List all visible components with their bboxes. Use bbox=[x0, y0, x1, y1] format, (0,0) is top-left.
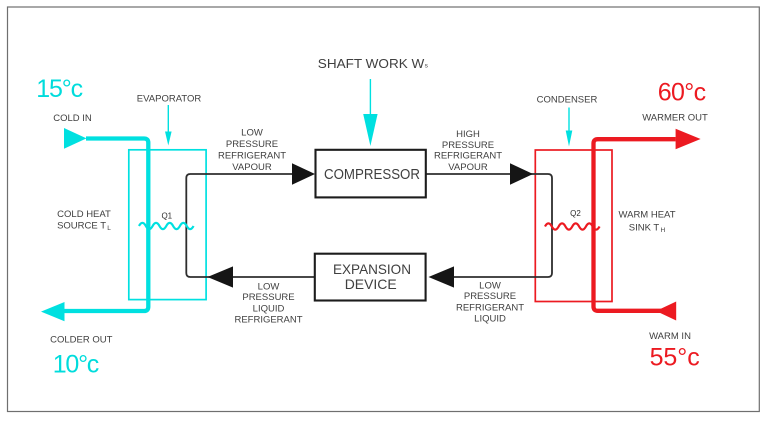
svg-text:REFRIGERANT: REFRIGERANT bbox=[218, 150, 286, 161]
svg-text:s: s bbox=[425, 63, 429, 70]
svg-text:LOW: LOW bbox=[258, 281, 280, 292]
svg-text:DEVICE: DEVICE bbox=[345, 276, 397, 292]
svg-text:LOW: LOW bbox=[241, 128, 263, 139]
svg-text:VAPOUR: VAPOUR bbox=[448, 162, 488, 173]
svg-text:15°c: 15°c bbox=[36, 75, 83, 103]
svg-text:LOW: LOW bbox=[479, 281, 501, 292]
svg-text:HIGH: HIGH bbox=[456, 129, 480, 140]
svg-text:60°c: 60°c bbox=[658, 78, 706, 106]
svg-text:PRESSURE: PRESSURE bbox=[442, 140, 494, 151]
svg-text:WARMER OUT: WARMER OUT bbox=[642, 112, 708, 123]
svg-text:55°c: 55°c bbox=[650, 343, 700, 371]
svg-text:WARM IN: WARM IN bbox=[649, 331, 691, 342]
svg-text:COLDER OUT: COLDER OUT bbox=[50, 335, 112, 346]
svg-text:PRESSURE: PRESSURE bbox=[464, 291, 516, 302]
svg-text:COMPRESSOR: COMPRESSOR bbox=[324, 167, 420, 183]
svg-text:EXPANSION: EXPANSION bbox=[333, 261, 411, 277]
svg-text:WARM HEAT: WARM HEAT bbox=[619, 210, 676, 221]
svg-text:SHAFT WORK W: SHAFT WORK W bbox=[318, 56, 425, 71]
svg-text:REFRIGERANT: REFRIGERANT bbox=[234, 315, 302, 326]
svg-text:EVAPORATOR: EVAPORATOR bbox=[137, 93, 202, 104]
svg-text:SINK T H: SINK T H bbox=[629, 222, 666, 234]
svg-text:LIQUID: LIQUID bbox=[474, 313, 506, 324]
svg-text:PRESSURE: PRESSURE bbox=[242, 292, 294, 303]
svg-text:REFRIGERANT: REFRIGERANT bbox=[434, 150, 502, 161]
svg-text:COLD HEAT: COLD HEAT bbox=[57, 209, 111, 220]
svg-text:COLD IN: COLD IN bbox=[53, 113, 92, 124]
svg-text:LIQUID: LIQUID bbox=[253, 303, 285, 314]
svg-text:Q1: Q1 bbox=[161, 211, 172, 220]
svg-text:VAPOUR: VAPOUR bbox=[232, 162, 272, 173]
svg-text:10°c: 10°c bbox=[53, 350, 100, 378]
svg-text:SOURCE T L: SOURCE T L bbox=[57, 221, 111, 233]
svg-text:Q2: Q2 bbox=[570, 209, 581, 218]
svg-text:REFRIGERANT: REFRIGERANT bbox=[456, 302, 524, 313]
svg-text:PRESSURE: PRESSURE bbox=[226, 139, 278, 150]
svg-text:CONDENSER: CONDENSER bbox=[537, 95, 598, 106]
